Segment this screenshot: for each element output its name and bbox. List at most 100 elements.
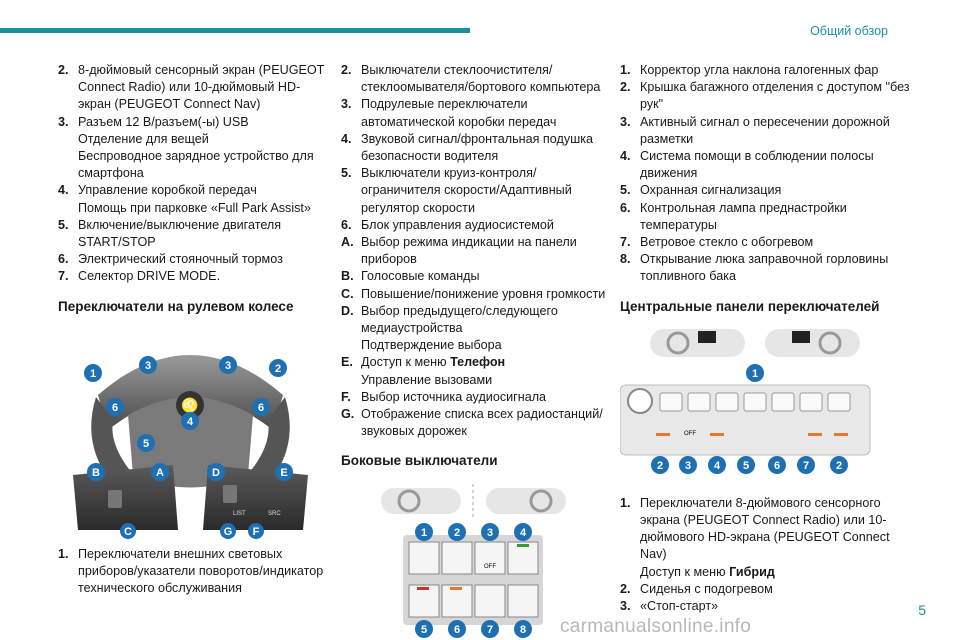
list-item: 5.Включение/выключение двигателя START/S… (58, 217, 328, 251)
side-callout-2 (448, 522, 466, 541)
svg-text:1: 1 (90, 368, 96, 380)
item-number: A. (341, 235, 354, 250)
item-line: «Стоп-старт» (640, 599, 719, 614)
item-number: 2. (620, 581, 631, 596)
svg-text:7: 7 (803, 460, 809, 472)
switch-5 (408, 584, 440, 618)
svg-text:1: 1 (752, 368, 758, 380)
mini-wheel-right-icon (529, 489, 553, 513)
col2-list: 2.Выключатели стеклоочистителя/стеклоомы… (341, 62, 611, 440)
item-line: Выключатели стеклоочистителя/стеклоомыва… (361, 63, 601, 95)
col2-heading: Боковые выключатели (341, 453, 498, 469)
item-line: Выбор режима индикации на панели приборо… (361, 235, 577, 267)
svg-text:♌: ♌ (181, 397, 198, 414)
svg-text:6: 6 (454, 624, 460, 636)
item-number: 1. (58, 546, 69, 561)
list-item: 3.Подрулевые переключатели автоматическо… (341, 96, 611, 130)
list-item: 1.Корректор угла наклона галогенных фар (620, 62, 910, 79)
item-line: Доступ к меню Телефон (361, 355, 506, 370)
item-number: E. (341, 355, 353, 370)
list-item: B.Голосовые команды (341, 268, 611, 285)
switch-7 (474, 584, 506, 618)
item-line: Охранная сигнализация (640, 183, 782, 198)
item-number: 3. (620, 599, 631, 614)
item-number: 7. (58, 269, 69, 284)
item-line: Выбор источника аудиосигнала (361, 389, 547, 404)
center-callout-5 (737, 455, 755, 474)
svg-text:B: B (92, 467, 100, 479)
side-callout-1 (415, 522, 433, 541)
column-2: 2.Выключатели стеклоочистителя/стеклоомы… (341, 62, 611, 640)
list-item: 5. Охранная сигнализация (620, 182, 910, 199)
steering-wheel-illustration: ♌ LIST SRC 1 3 3 2 6 (73, 354, 308, 539)
list-item: 2.Крышка багажного отделения с доступом … (620, 79, 910, 113)
svg-text:8: 8 (520, 624, 526, 636)
list-item: 1.Переключатели внешних световых приборо… (58, 546, 328, 598)
item-line: Крышка багажного отделения с доступом "б… (640, 80, 910, 112)
svg-text:6: 6 (112, 402, 118, 414)
item-number: 8. (620, 252, 631, 267)
list-item: 2.Выключатели стеклоочистителя/стеклоомы… (341, 62, 611, 96)
column-1: 2.8-дюймовый сенсорный экран (PEUGEOT Co… (58, 62, 328, 597)
item-line: Повышение/понижение уровня громкости (361, 286, 606, 301)
item-line: Отображение списка всех радиостанций/зву… (361, 407, 603, 439)
item-line: Активный сигнал о пересечении дорожной р… (640, 114, 890, 146)
svg-text:6: 6 (258, 402, 264, 414)
item-line: Выключатели круиз-контроля/ограничителя … (361, 166, 572, 215)
item-line: Управление вызовами (361, 372, 493, 387)
col1-list-2: 1.Переключатели внешних световых приборо… (58, 546, 328, 598)
item-number: 6. (341, 217, 352, 232)
item-line: Корректор угла наклона галогенных фар (640, 63, 879, 77)
center-callout-1 (746, 363, 764, 382)
switch-8 (507, 584, 539, 618)
center-callout-7 (797, 455, 815, 474)
list-item: 6. Электрический стояночный тормоз (58, 251, 328, 268)
side-callout-8 (514, 619, 532, 638)
switch-2 (441, 541, 473, 575)
list-item: 2.Сиденья с подогревом (620, 581, 910, 598)
left-thumbwheel (108, 489, 122, 508)
right-thumbwheel (223, 484, 237, 503)
svg-text:5: 5 (421, 624, 427, 636)
list-item: A. Выбор режима индикации на панели прибо… (341, 234, 611, 268)
callout-E (275, 462, 293, 481)
item-number: 7. (620, 235, 631, 250)
item-line: Селектор DRIVE MODE. (78, 269, 221, 284)
center-callout-4 (708, 455, 726, 474)
item-number: C. (341, 286, 354, 301)
center-off-label: OFF (684, 431, 696, 437)
svg-text:2: 2 (836, 460, 842, 472)
callout-3-left (139, 355, 157, 374)
mini-wheel-left (381, 487, 461, 514)
item-number: 4. (620, 149, 631, 164)
center-panel-illustration: OFF 1 2 3 4 5 6 7 2 (620, 328, 871, 474)
item-number: 5. (341, 166, 352, 181)
list-item: 8.Открывание люка заправочной горловины … (620, 251, 910, 285)
svg-text:3: 3 (145, 360, 151, 372)
item-number: 6. (58, 252, 69, 267)
side-callout-5 (415, 619, 433, 638)
list-item: 4.Система помощи в соблюдении полосы дви… (620, 148, 910, 182)
svg-text:3: 3 (685, 460, 691, 472)
svg-text:C: C (124, 526, 132, 538)
item-number: 5. (620, 183, 631, 198)
switch-1 (408, 541, 440, 575)
col1-heading: Переключатели на рулевом колесе (58, 298, 294, 314)
item-line: Электрический стояночный тормоз (78, 252, 283, 267)
col3-heading: Центральные панели переключателей (620, 298, 880, 314)
switch-3-off-label: OFF (484, 564, 496, 570)
callout-A (151, 462, 169, 481)
side-callout-3 (481, 522, 499, 541)
switch-3 (474, 541, 506, 575)
center-callout-2-left (651, 455, 669, 474)
callout-2 (269, 358, 287, 377)
callout-5 (137, 433, 155, 452)
list-item: C. Повышение/понижение уровня громкости (341, 286, 611, 303)
callout-D (207, 462, 225, 481)
svg-text:G: G (224, 526, 233, 538)
item-line: Звуковой сигнал/фронтальная подушка безо… (361, 131, 594, 164)
item-line: Разъем 12 В/разъем(-ы) USB (78, 114, 249, 129)
svg-text:A: A (156, 467, 164, 479)
